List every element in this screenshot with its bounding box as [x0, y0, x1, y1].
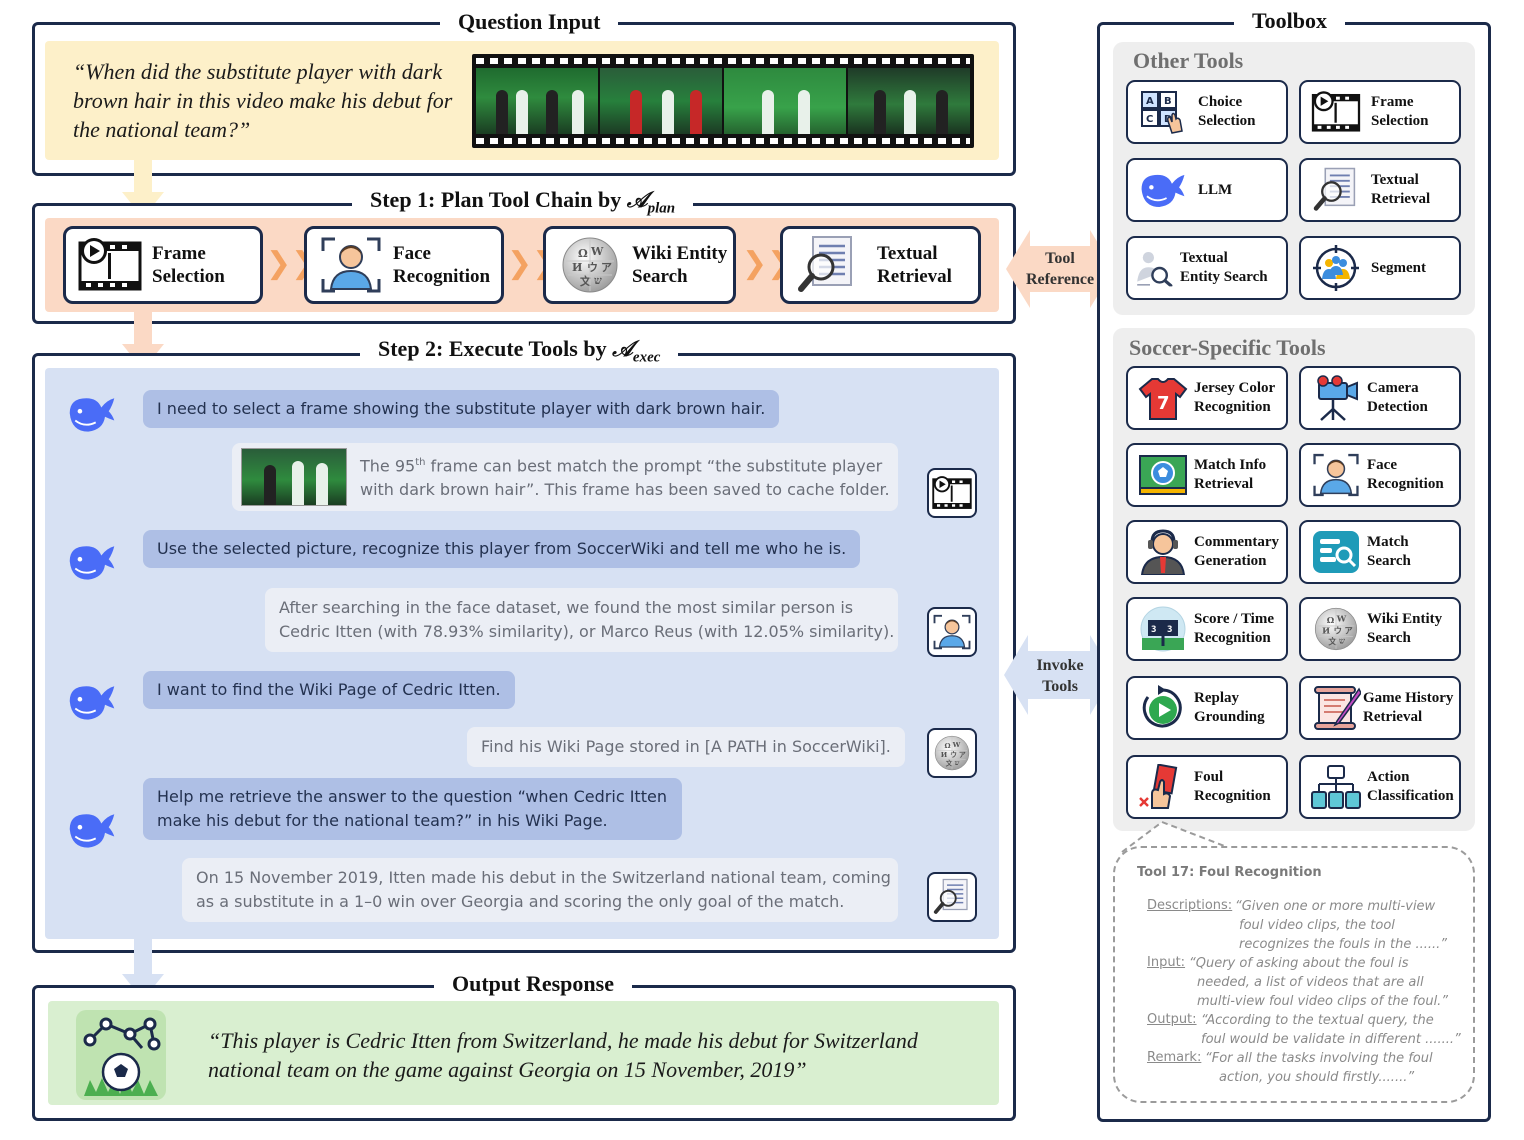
plan-tool-wiki-entity-search: Wiki Entity Search — [543, 226, 736, 304]
plan-title: Step 1: Plan Tool Chain by 𝒜plan — [352, 186, 694, 223]
face-scan-icon — [932, 613, 972, 651]
soccer-tools-title: Soccer-Specific Tools — [1129, 335, 1326, 360]
scoreboard-icon — [1138, 606, 1188, 652]
tool-response: After searching in the face dataset, we … — [265, 588, 898, 652]
output-title: Output Response — [434, 970, 632, 998]
tool-invoked-frame-selection — [927, 468, 977, 518]
tool-response: On 15 November 2019, Itten made his debu… — [182, 858, 898, 922]
person-search-icon — [1134, 245, 1174, 291]
document-search-icon — [793, 235, 861, 295]
plan-tool-label: Frame Selection — [152, 243, 225, 287]
other-tools-title: Other Tools — [1133, 48, 1244, 73]
toolbox-tool-face-recognition[interactable]: Face Recognition — [1299, 443, 1461, 507]
wikipedia-globe-icon — [932, 734, 972, 772]
tool-detail-card: Tool 17: Foul Recognition Descriptions: … — [1113, 846, 1475, 1103]
whale-icon — [66, 392, 118, 436]
tool-detail-title: Tool 17: Foul Recognition — [1137, 865, 1322, 880]
toolbox-tool-choice-selection[interactable]: Choice Selection — [1126, 80, 1288, 144]
toolbox-tool-action-classification[interactable]: Action Classification — [1299, 755, 1461, 819]
tool-response-text: The 95 — [360, 456, 416, 476]
whale-icon — [66, 540, 118, 584]
replay-icon — [1138, 685, 1188, 731]
face-scan-icon — [1311, 452, 1361, 498]
whale-icon — [1138, 167, 1188, 213]
action-tree-icon — [1311, 764, 1361, 810]
tool-response: Find his Wiki Page stored in [A PATH in … — [467, 727, 905, 767]
toolbox-tool-score-time-recognition[interactable]: Score / Time Recognition — [1126, 597, 1288, 661]
film-icon — [932, 474, 972, 512]
face-scan-icon — [317, 235, 385, 295]
toolbox-tool-jersey-color-recognition[interactable]: Jersey Color Recognition — [1126, 366, 1288, 430]
tool-invoked-face-recognition — [927, 607, 977, 657]
plan-tool-frame-selection: Frame Selection — [63, 226, 263, 304]
choice-grid-icon — [1138, 89, 1188, 135]
plan-tool-label: Textual Retrieval — [877, 243, 952, 287]
toolbox-tool-segment[interactable]: Segment — [1299, 236, 1461, 300]
double-arrow-tool-reference — [1006, 230, 1114, 308]
video-filmstrip — [472, 54, 974, 148]
toolbox-tool-textual-retrieval[interactable]: Textual Retrieval — [1299, 158, 1461, 222]
callout-pointer — [1121, 820, 1241, 853]
whale-icon — [66, 808, 118, 852]
output-text: “This player is Cedric Itten from Switze… — [208, 1028, 918, 1082]
plan-tool-textual-retrieval: Textual Retrieval — [780, 226, 981, 304]
tool-response: The 95th frame can best match the prompt… — [232, 443, 898, 511]
wikipedia-globe-icon — [556, 235, 624, 295]
commentator-icon — [1138, 529, 1188, 575]
segment-target-icon — [1311, 245, 1361, 291]
toolbox-tool-llm[interactable]: LLM — [1126, 158, 1288, 222]
soccer-graph-icon — [76, 1010, 166, 1100]
output-box — [48, 1001, 999, 1105]
toolbox-tool-match-search[interactable]: Match Search — [1299, 520, 1461, 584]
camera-icon — [1311, 375, 1361, 421]
agent-message: Use the selected picture, recognize this… — [143, 530, 861, 568]
tool-invoked-wiki-entity-search — [927, 728, 977, 778]
jersey-icon — [1138, 375, 1188, 421]
match-board-icon — [1138, 452, 1188, 498]
agent-message: I need to select a frame showing the sub… — [143, 390, 780, 428]
toolbox-tool-replay-grounding[interactable]: Replay Grounding — [1126, 676, 1288, 740]
red-card-icon — [1138, 764, 1188, 810]
double-arrow-invoke-tools — [1004, 635, 1114, 715]
toolbox-tool-wiki-entity-search[interactable]: Wiki Entity Search — [1299, 597, 1461, 661]
selected-frame-thumbnail — [241, 448, 347, 506]
agent-message: I want to find the Wiki Page of Cedric I… — [143, 671, 515, 709]
toolbox-tool-textual-entity-search[interactable]: Textual Entity Search — [1126, 236, 1288, 300]
plan-tool-face-recognition: Face Recognition — [304, 226, 504, 304]
toolbox-tool-commentary-generation[interactable]: Commentary Generation — [1126, 520, 1288, 584]
plan-tool-label: Wiki Entity Search — [632, 243, 728, 287]
film-icon — [1311, 89, 1361, 135]
toolbox-tool-foul-recognition[interactable]: Foul Recognition — [1126, 755, 1288, 819]
database-search-icon — [1311, 529, 1361, 575]
whale-icon — [66, 680, 118, 724]
film-icon — [76, 235, 144, 295]
plan-tool-label: Face Recognition — [393, 243, 491, 287]
toolbox-tool-game-history-retrieval[interactable]: Game History Retrieval — [1299, 676, 1461, 740]
agent-message: Help me retrieve the answer to the quest… — [143, 778, 682, 840]
toolbox-tool-frame-selection[interactable]: Frame Selection — [1299, 80, 1461, 144]
toolbox-tool-camera-detection[interactable]: Camera Detection — [1299, 366, 1461, 430]
document-search-icon — [1311, 167, 1361, 213]
scroll-quill-icon — [1311, 685, 1361, 731]
question-text: “When did the substitute player with dar… — [73, 59, 453, 142]
exec-title: Step 2: Execute Tools by 𝒜exec — [360, 335, 679, 372]
tool-reference-label: Tool Reference — [1025, 250, 1095, 288]
wikipedia-globe-icon — [1311, 606, 1361, 652]
invoke-tools-label: Invoke Tools — [1036, 657, 1084, 695]
question-input-title: Question Input — [440, 8, 619, 36]
tool-invoked-textual-retrieval — [927, 872, 977, 922]
toolbox-title: Toolbox — [1234, 7, 1346, 35]
toolbox-tool-match-info-retrieval[interactable]: Match Info Retrieval — [1126, 443, 1288, 507]
document-search-icon — [932, 878, 972, 916]
